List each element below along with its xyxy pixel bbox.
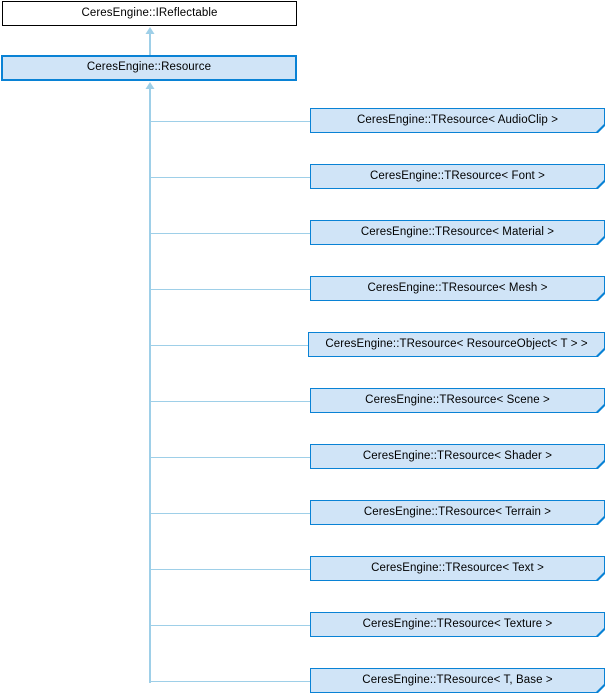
template-corner-fold-icon (596, 404, 604, 412)
class-node-derived-2[interactable]: CeresEngine::TResource< Material > (310, 220, 605, 245)
template-corner-fold-icon (596, 516, 604, 524)
class-node-derived-7[interactable]: CeresEngine::TResource< Terrain > (310, 500, 605, 525)
inheritance-arrow-icon (145, 82, 155, 89)
template-corner-fold-icon (596, 628, 604, 636)
class-name-label: CeresEngine::IReflectable (81, 6, 218, 19)
class-name-label: CeresEngine::TResource< Material > (360, 225, 555, 238)
class-node-derived-0[interactable]: CeresEngine::TResource< AudioClip > (310, 108, 605, 133)
class-name-label: CeresEngine::TResource< Text > (371, 561, 544, 574)
class-name-label: CeresEngine::TResource< AudioClip > (356, 113, 559, 126)
inheritance-arrow-icon (145, 27, 155, 34)
class-node-derived-3[interactable]: CeresEngine::TResource< Mesh > (310, 276, 605, 301)
template-corner-fold-icon (596, 348, 604, 356)
template-corner-fold-icon (596, 180, 604, 188)
class-name-label: CeresEngine::TResource< Mesh > (367, 281, 548, 294)
class-node-derived-8[interactable]: CeresEngine::TResource< Text > (310, 556, 605, 581)
class-node-resource[interactable]: CeresEngine::Resource (1, 55, 297, 81)
class-name-label: CeresEngine::TResource< Terrain > (363, 505, 552, 518)
template-corner-fold-icon (596, 460, 604, 468)
class-node-derived-5[interactable]: CeresEngine::TResource< Scene > (310, 388, 605, 413)
class-name-label: CeresEngine::TResource< ResourceObject< … (325, 337, 588, 350)
class-name-label: CeresEngine::TResource< Scene > (365, 393, 550, 406)
template-corner-fold-icon (596, 292, 604, 300)
template-corner-fold-icon (596, 236, 604, 244)
class-node-derived-10[interactable]: CeresEngine::TResource< T, Base > (310, 668, 605, 693)
template-corner-fold-icon (596, 684, 604, 692)
class-name-label: CeresEngine::TResource< T, Base > (362, 673, 553, 686)
class-name-label: CeresEngine::TResource< Shader > (362, 449, 553, 462)
class-name-label: CeresEngine::TResource< Font > (370, 169, 545, 182)
template-corner-fold-icon (596, 124, 604, 132)
class-node-derived-9[interactable]: CeresEngine::TResource< Texture > (310, 612, 605, 637)
class-node-derived-4[interactable]: CeresEngine::TResource< ResourceObject< … (308, 332, 605, 357)
class-node-derived-1[interactable]: CeresEngine::TResource< Font > (310, 164, 605, 189)
class-node-ireflectable[interactable]: CeresEngine::IReflectable (2, 1, 297, 26)
class-name-label: CeresEngine::Resource (86, 61, 212, 74)
class-name-label: CeresEngine::TResource< Texture > (362, 617, 553, 630)
class-node-derived-6[interactable]: CeresEngine::TResource< Shader > (310, 444, 605, 469)
template-corner-fold-icon (596, 572, 604, 580)
